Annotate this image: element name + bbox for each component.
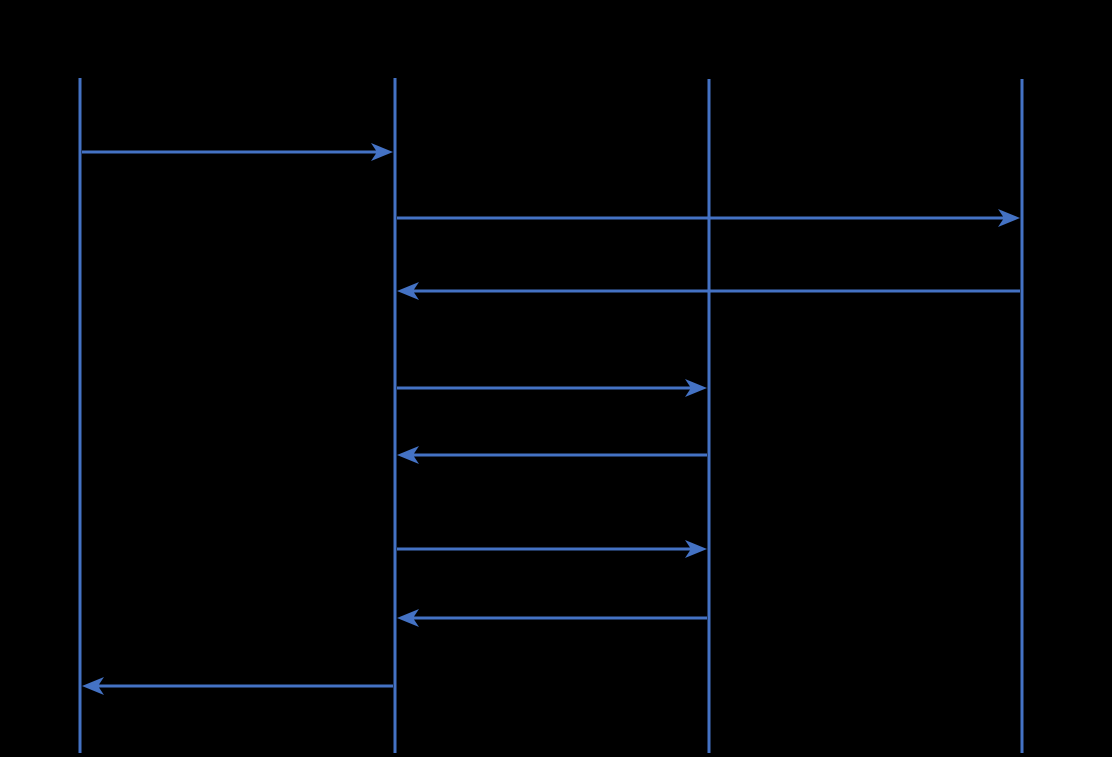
arrowhead-icon: [82, 677, 104, 695]
arrowhead-icon: [685, 379, 707, 397]
arrowhead-icon: [371, 143, 393, 161]
arrowhead-icon: [397, 609, 419, 627]
message-arrow-1: [82, 143, 393, 161]
message-arrow-8: [82, 677, 393, 695]
message-arrow-7: [397, 609, 707, 627]
message-arrow-4: [397, 379, 707, 397]
message-arrow-6: [397, 540, 707, 558]
message-arrow-3: [397, 282, 1020, 300]
message-arrow-5: [397, 446, 707, 464]
arrowhead-icon: [685, 540, 707, 558]
arrowhead-icon: [397, 282, 419, 300]
arrowhead-icon: [397, 446, 419, 464]
arrowhead-icon: [998, 209, 1020, 227]
message-arrow-2: [397, 209, 1020, 227]
